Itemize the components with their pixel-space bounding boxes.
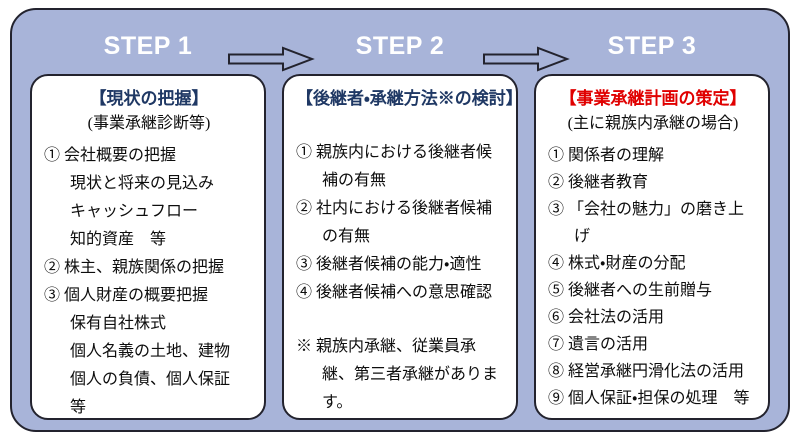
- step-1-label: STEP 1: [103, 32, 193, 60]
- list-item: ⑨ 個人保証・担保の処理 等: [548, 390, 750, 407]
- list-item: 個人の負債、個人保証 等: [70, 371, 247, 416]
- step-3-box-title: 【事業承継計画の策定】: [559, 89, 747, 108]
- step-header-row: STEP 1 STEP 2 STEP 3: [30, 32, 770, 61]
- business-succession-flow-diagram: STEP 1 STEP 2 STEP 3 【現状の把握】 (事業承継診断等) ①…: [10, 8, 790, 432]
- list-item: ① 親族内における後継者候補の有無: [296, 144, 493, 189]
- right-arrow-icon: [228, 46, 315, 72]
- step-3-box: 【事業承継計画の策定】 (主に親族内承継の場合) ① 関係者の理解 ② 後継者教…: [534, 74, 770, 420]
- list-item: 個人名義の土地、建物: [70, 343, 231, 360]
- step-1-box: 【現状の把握】 (事業承継診断等) ① 会社概要の把握 現状と将来の見込み キャ…: [30, 74, 266, 420]
- list-item: ③ 後継者候補の能力・適性: [296, 256, 482, 273]
- footnote: ※ 親族内承継、従業員承継、第三者承継があります。: [296, 338, 499, 411]
- list-item: ② 社内における後継者候補の有無: [296, 200, 493, 245]
- list-item: 現状と将来の見込み: [70, 175, 215, 192]
- step-2-item-list: ① 親族内における後継者候補の有無 ② 社内における後継者候補の有無 ③ 後継者…: [296, 139, 506, 417]
- step-1-box-subtitle: (事業承継診断等): [87, 115, 211, 132]
- step-2-label: STEP 2: [355, 32, 445, 60]
- list-item: ④ 後継者候補への意思確認: [296, 284, 493, 301]
- list-item: ③ 「会社の魅力」の磨き上げ: [548, 201, 745, 245]
- step-2-box-title: 【後継者・承継方法※の検討】: [296, 89, 518, 108]
- list-item: ① 関係者の理解: [548, 147, 665, 164]
- list-item: 知的資産 等: [70, 231, 167, 248]
- list-item: 保有自社株式: [70, 315, 167, 332]
- step-3-label: STEP 3: [607, 32, 697, 60]
- list-item: ① 会社概要の把握: [44, 147, 177, 164]
- step-1-box-title: 【現状の把握】: [89, 89, 209, 108]
- list-item: ② 後継者教育: [548, 174, 649, 191]
- list-item: ⑧ 経営承継円滑化法の活用: [548, 363, 745, 380]
- list-item: ② 株主、親族関係の把握: [44, 259, 225, 276]
- step-1-item-list: ① 会社概要の把握 現状と将来の見込み キャッシュフロー 知的資産 等 ② 株主…: [44, 142, 254, 418]
- list-item: ⑥ 会社法の活用: [548, 309, 665, 326]
- list-item: ⑦ 遺言の活用: [548, 336, 649, 353]
- step-3-item-list: ① 関係者の理解 ② 後継者教育 ③ 「会社の魅力」の磨き上げ ④ 株式・財産の…: [548, 142, 758, 412]
- right-arrow-icon: [483, 46, 570, 72]
- step-boxes-row: 【現状の把握】 (事業承継診断等) ① 会社概要の把握 現状と将来の見込み キャ…: [30, 74, 770, 420]
- step-2-box: 【後継者・承継方法※の検討】 ① 親族内における後継者候補の有無 ② 社内におけ…: [282, 74, 518, 420]
- list-item: ③ 個人財産の概要把握: [44, 287, 209, 304]
- list-item: キャッシュフロー: [70, 203, 199, 220]
- list-item: ④ 株式・財産の分配: [548, 255, 686, 272]
- list-item: ⑤ 後継者への生前贈与: [548, 282, 713, 299]
- step-3-box-subtitle: (主に親族内承継の場合): [567, 115, 739, 132]
